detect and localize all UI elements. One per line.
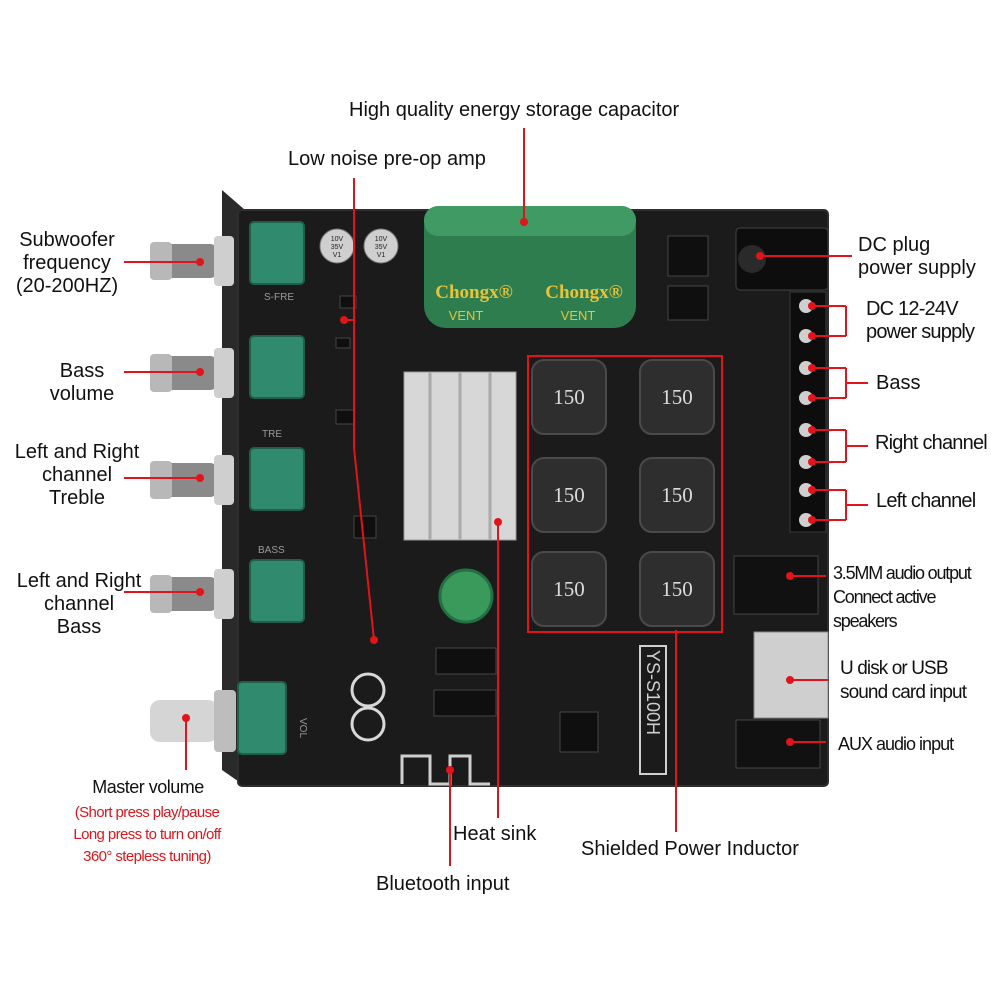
filter-capacitor — [438, 568, 494, 624]
silk-vol: VOL — [297, 718, 308, 738]
master-volume-knob — [150, 690, 236, 752]
small-capacitor-1: 10V 35V V1 — [319, 228, 355, 264]
energy-storage-capacitor: Chongx® Chongx® VENT VENT — [424, 206, 636, 328]
label-preamp: Low noise pre-op amp — [288, 148, 486, 170]
svg-text:V1: V1 — [377, 252, 386, 259]
bass-knob — [150, 569, 234, 619]
svg-text:35V: 35V — [375, 244, 388, 251]
pot-bass — [249, 559, 305, 623]
inductor-value: 150 — [661, 483, 693, 507]
inductor-value: 150 — [553, 385, 585, 409]
silk-sfre: S-FRE — [264, 292, 294, 303]
dc-jack — [735, 227, 829, 291]
label-left-channel: Left channel — [876, 490, 976, 512]
inductor-value: 150 — [553, 483, 585, 507]
screw-terminals — [789, 291, 827, 533]
silk-tre: TRE — [262, 429, 282, 440]
subwoofer-knob — [150, 236, 234, 286]
label-bass-terminal: Bass — [876, 372, 921, 394]
svg-text:VENT: VENT — [449, 308, 484, 323]
label-heat-sink: Heat sink — [453, 823, 537, 845]
label-master-volume: Master volume — [92, 777, 204, 797]
svg-text:10V: 10V — [331, 236, 344, 243]
label-aux: AUX audio input — [838, 734, 954, 754]
pot-subwoofer — [249, 221, 305, 285]
model-marking: YS-S100H — [643, 650, 663, 735]
inductor-value: 150 — [661, 385, 693, 409]
inductor-value: 150 — [661, 577, 693, 601]
svg-text:Chongx®: Chongx® — [435, 282, 513, 303]
svg-text:Chongx®: Chongx® — [545, 282, 623, 303]
label-capacitor: High quality energy storage capacitor — [349, 99, 680, 121]
svg-text:35V: 35V — [331, 244, 344, 251]
label-inductor: Shielded Power Inductor — [581, 838, 799, 860]
bass-volume-knob — [150, 348, 234, 398]
heat-sink — [403, 371, 517, 541]
inductor-value: 150 — [553, 577, 585, 601]
svg-text:V1: V1 — [333, 252, 342, 259]
usb-port — [753, 631, 829, 719]
treble-knob — [150, 455, 234, 505]
pot-bass-volume — [249, 335, 305, 399]
label-right-channel: Right channel — [875, 432, 988, 454]
small-capacitor-2: 10V 35V V1 — [363, 228, 399, 264]
label-bluetooth: Bluetooth input — [376, 873, 510, 895]
silk-bass: BASS — [258, 545, 285, 556]
ce-mark — [350, 706, 386, 742]
pot-master — [237, 681, 287, 755]
aux-jack — [735, 719, 821, 769]
audio-output-jack — [733, 555, 819, 615]
svg-text:VENT: VENT — [561, 308, 596, 323]
svg-text:10V: 10V — [375, 236, 388, 243]
pot-treble — [249, 447, 305, 511]
ce-mark — [350, 672, 386, 708]
